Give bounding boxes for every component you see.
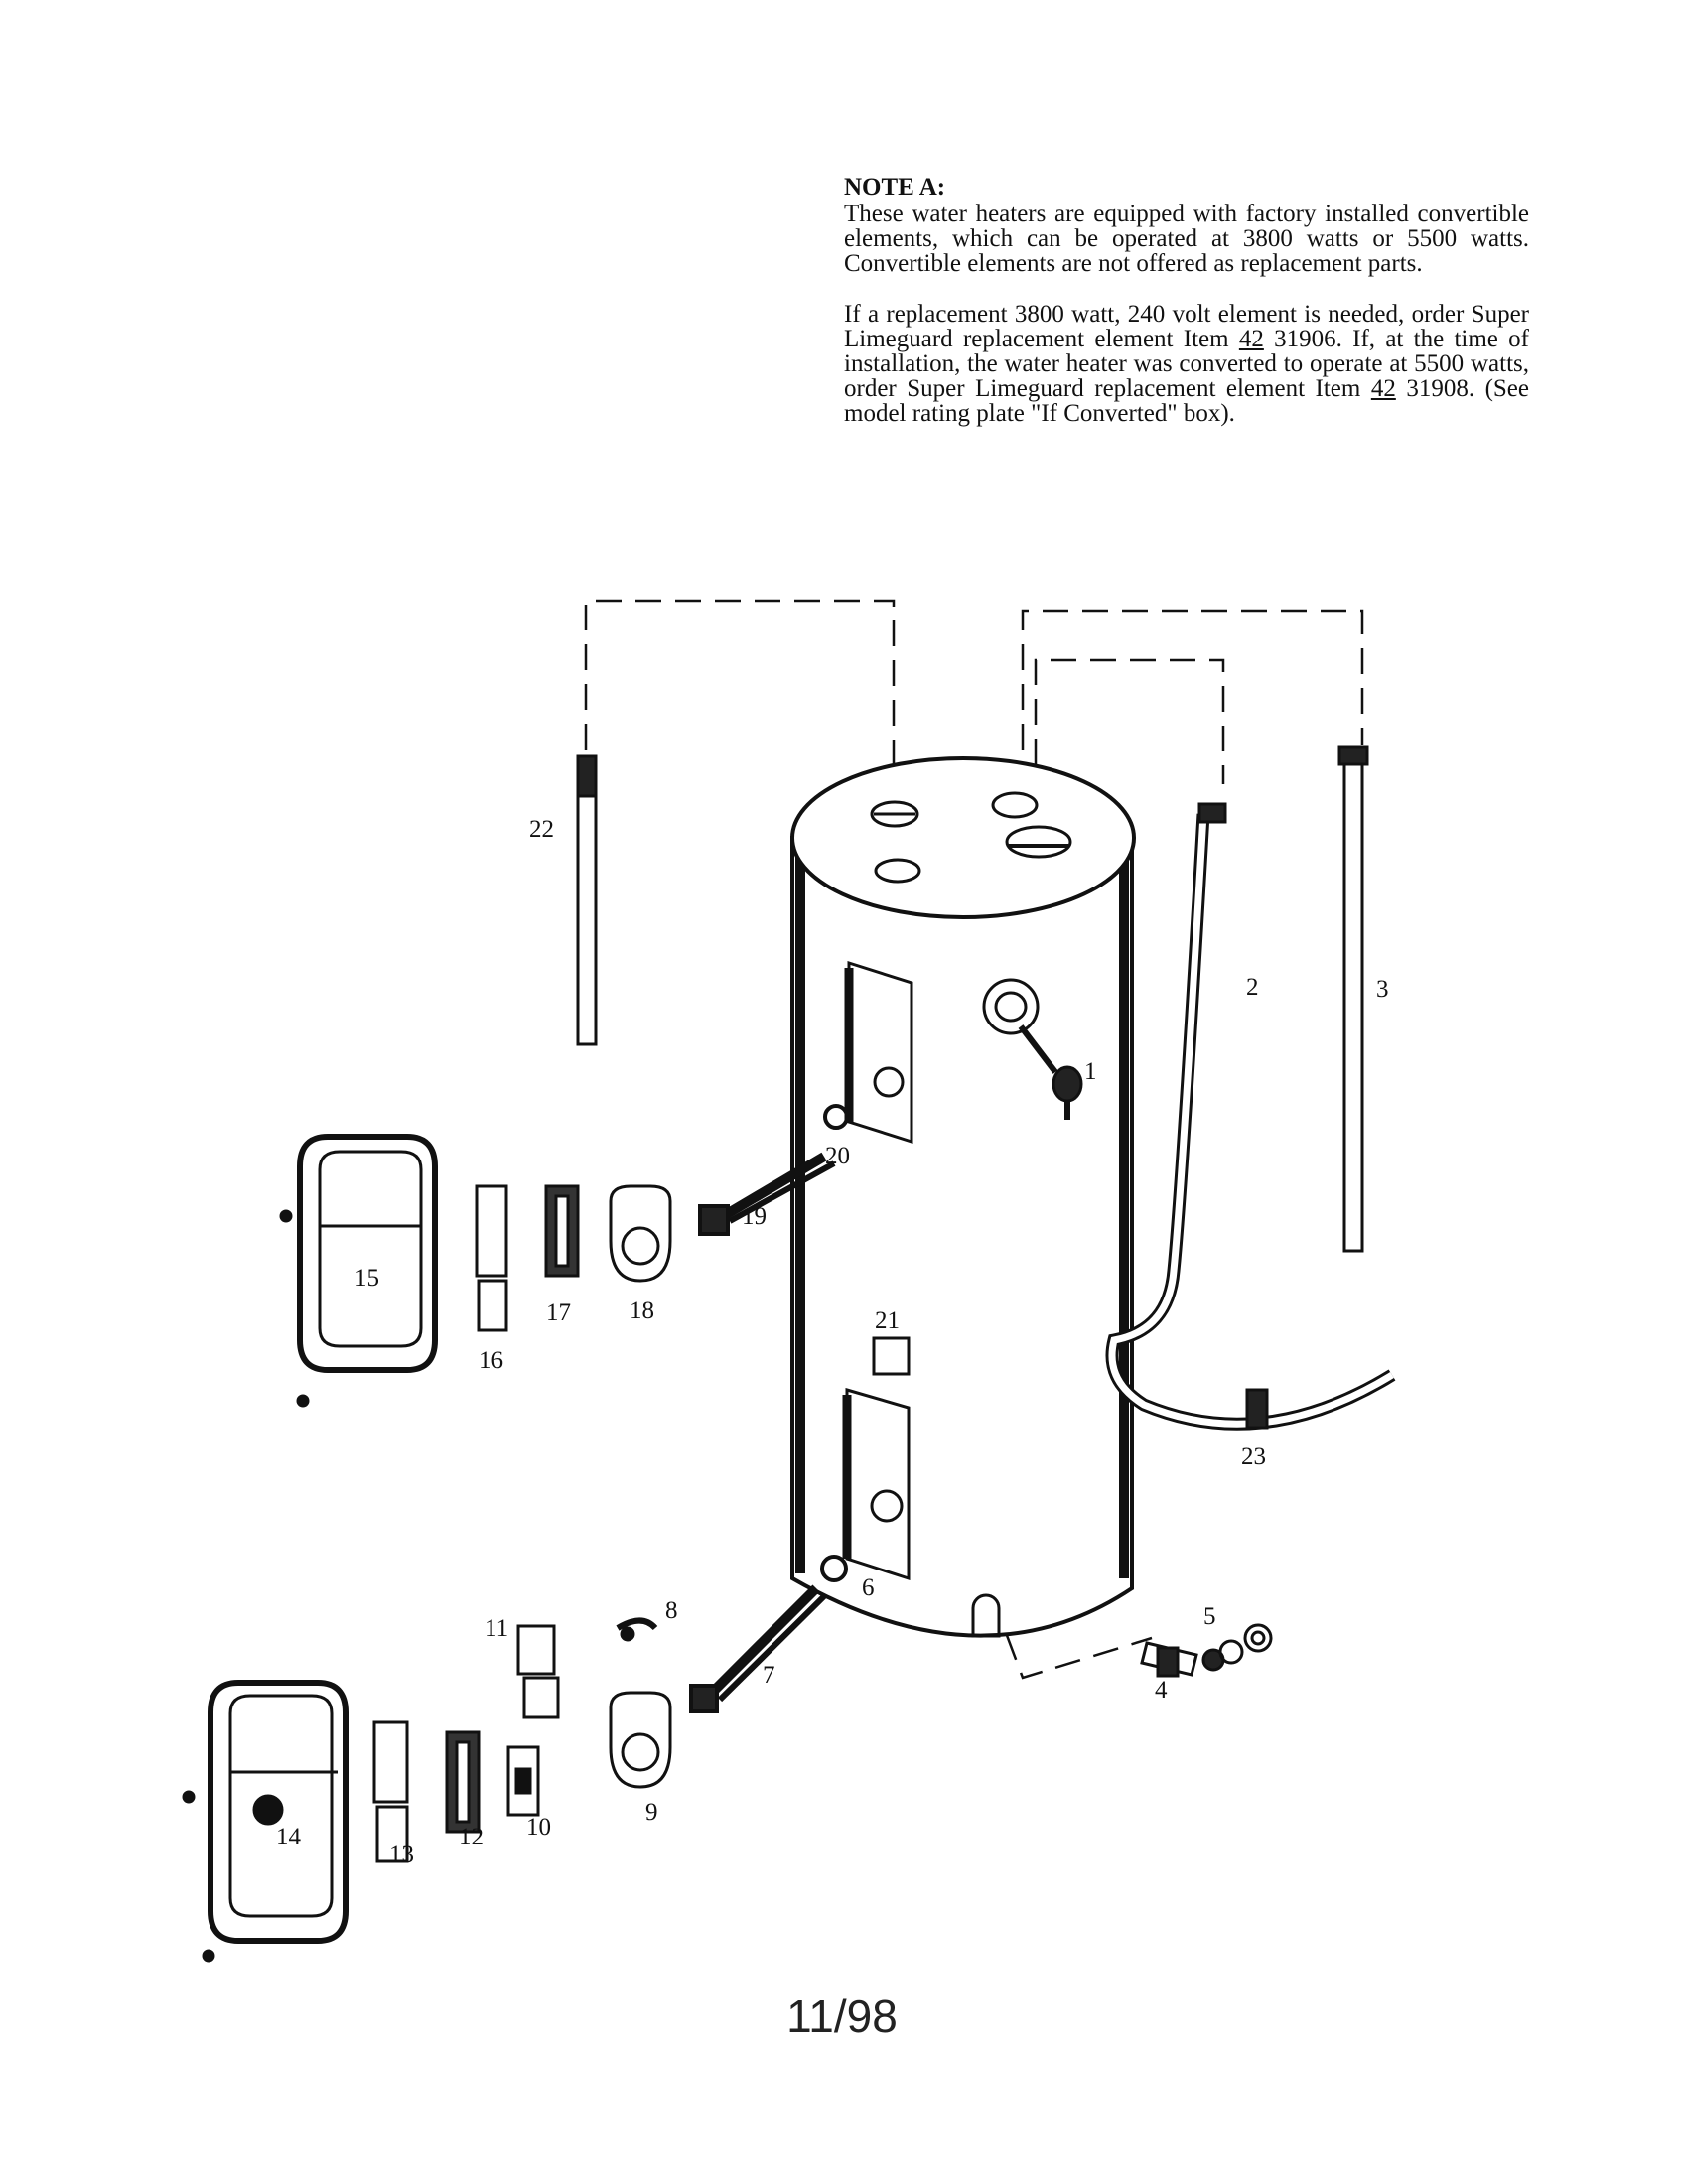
dip-tube-3 — [1337, 745, 1369, 1253]
callout-labels: 1 2 3 4 5 6 7 8 9 10 11 12 13 14 15 16 1… — [276, 816, 1389, 1868]
item-number-1: 42 — [1238, 326, 1264, 352]
callout-22: 22 — [529, 816, 554, 843]
screws — [182, 1209, 310, 1963]
upper-element-19 — [698, 1152, 836, 1236]
note-paragraph-1: These water heaters are equipped with fa… — [844, 201, 1529, 277]
callout-1: 1 — [1084, 1058, 1097, 1085]
water-heater-tank — [790, 756, 1136, 1638]
item-number-2: 42 — [1370, 375, 1396, 402]
callout-10: 10 — [526, 1814, 551, 1841]
callout-2: 2 — [1246, 974, 1259, 1001]
lower-element-7 — [689, 1584, 827, 1713]
callout-8: 8 — [665, 1597, 678, 1624]
callout-15: 15 — [354, 1265, 379, 1292]
note-paragraph-2: If a replacement 3800 watt, 240 volt ele… — [844, 301, 1529, 427]
callout-21: 21 — [875, 1307, 900, 1334]
callout-20: 20 — [825, 1143, 850, 1169]
drain-valve-4 — [1140, 1641, 1225, 1678]
lower-thermostat-group — [208, 1617, 672, 1944]
callout-6: 6 — [862, 1574, 875, 1601]
dip-tube-2 — [1105, 802, 1396, 1431]
callout-4: 4 — [1155, 1677, 1168, 1704]
callout-11: 11 — [485, 1615, 508, 1642]
callout-18: 18 — [630, 1297, 654, 1324]
callout-13: 13 — [389, 1842, 414, 1868]
callout-3: 3 — [1376, 976, 1389, 1003]
callout-7: 7 — [763, 1662, 775, 1689]
upper-thermostat-group — [297, 1134, 672, 1373]
callout-19: 19 — [742, 1203, 767, 1230]
note-a: NOTE A: These water heaters are equipped… — [844, 175, 1529, 452]
callout-14: 14 — [276, 1824, 302, 1850]
callout-9: 9 — [645, 1799, 658, 1826]
anode-rod-22 — [576, 754, 598, 1046]
callout-12: 12 — [459, 1824, 484, 1850]
callout-5: 5 — [1203, 1603, 1216, 1630]
callout-23: 23 — [1241, 1443, 1266, 1470]
drain-cap-5 — [1218, 1623, 1273, 1665]
nipple-23 — [1245, 1388, 1269, 1430]
dashed-connector-lines — [584, 599, 1364, 1680]
note-title: NOTE A: — [844, 174, 946, 201]
callout-17: 17 — [546, 1299, 571, 1326]
callout-16: 16 — [479, 1347, 503, 1374]
page-date-code: 11/98 — [786, 1990, 898, 2042]
